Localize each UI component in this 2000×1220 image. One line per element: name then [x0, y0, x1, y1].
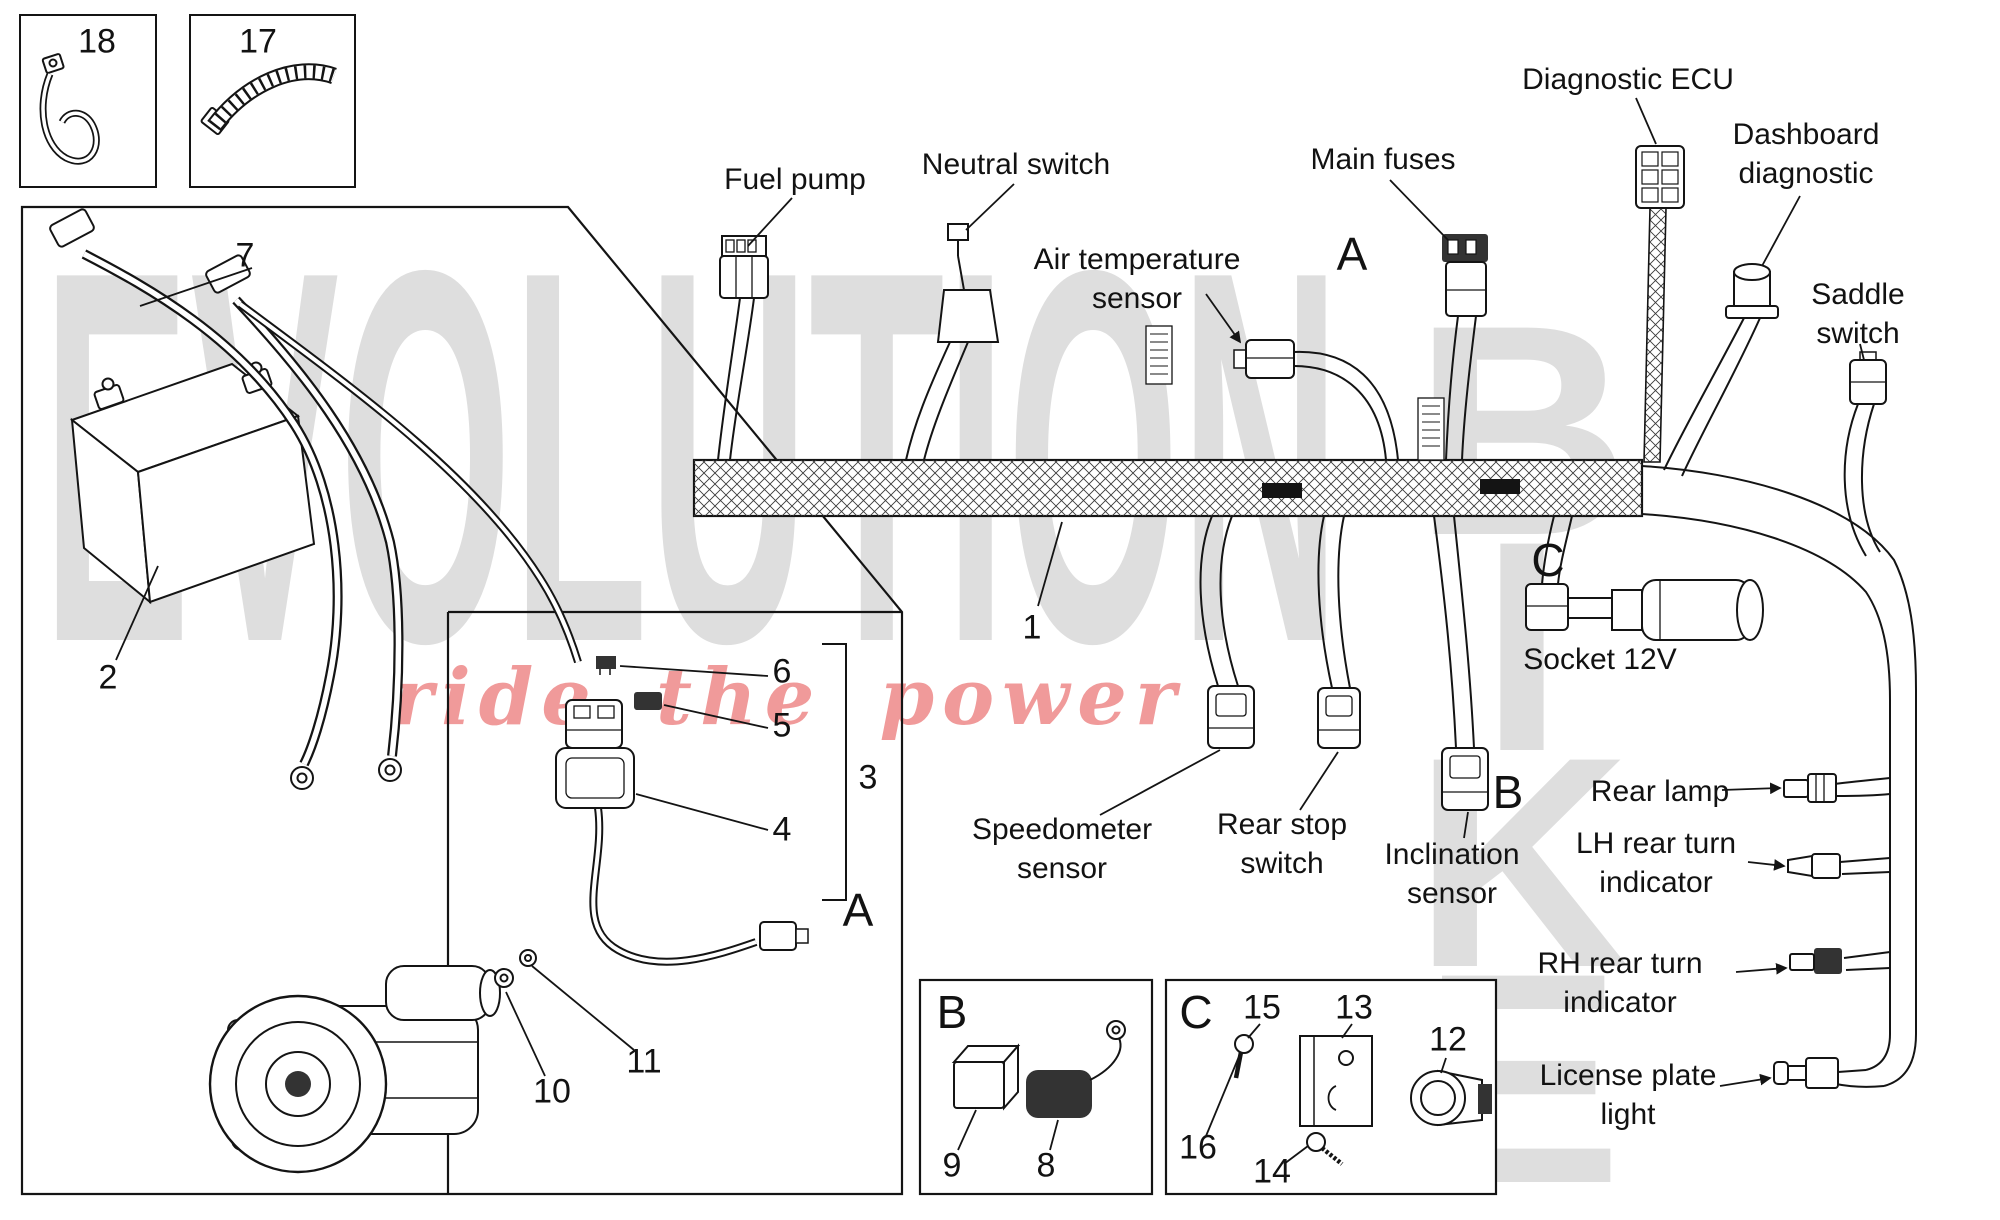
label-main-fuses: Main fuses — [1310, 143, 1456, 176]
callout-1: 1 — [1022, 608, 1042, 647]
air-temperature-sensor-drawing — [1233, 339, 1399, 461]
callout-9: 9 — [942, 1146, 962, 1185]
section-letter-a-main: A — [1336, 228, 1368, 280]
label-neutral-switch: Neutral switch — [921, 148, 1111, 181]
callout-7: 7 — [235, 236, 255, 275]
socket-12v-drawing — [1525, 515, 1764, 641]
label-air-temperature-sensor: Air temperature sensor — [1033, 243, 1241, 315]
detail-box-b — [918, 978, 1154, 1196]
callout-8: 8 — [1036, 1146, 1056, 1185]
label-socket-12v: Socket 12V — [1523, 643, 1677, 676]
callout-10: 10 — [533, 1072, 571, 1111]
starter-motor-drawing — [208, 949, 537, 1174]
diagnostic-ecu-drawing — [1635, 145, 1685, 463]
label-license-plate-light: License plate light — [1539, 1059, 1717, 1131]
callout-17: 17 — [239, 22, 277, 61]
callout-11: 11 — [626, 1042, 662, 1081]
section-letter-c-box: C — [1179, 986, 1213, 1038]
label-dashboard-diagnostic: Dashboard diagnostic — [1732, 118, 1880, 190]
leader-lines — [115, 97, 1865, 1165]
watermark-tagline: ride the power — [392, 652, 1184, 743]
callout-13: 13 — [1335, 988, 1373, 1027]
section-letter-b-main: B — [1492, 766, 1524, 818]
section-letter-c-main: C — [1531, 534, 1565, 586]
part-box-18 — [19, 14, 157, 188]
battery-cables-drawing — [49, 208, 758, 966]
part-box-17 — [189, 14, 356, 188]
main-harness-drawing — [692, 325, 1644, 518]
callout-4: 4 — [772, 810, 792, 849]
main-fuses-drawing — [1442, 234, 1488, 461]
rear-trunk-drawing — [1641, 465, 1917, 1089]
label-saddle-switch: Saddle switch — [1811, 278, 1905, 350]
rear-stop-switch-drawing — [1317, 515, 1361, 749]
section-letter-b-box: B — [936, 986, 968, 1038]
connector-group-drawing — [555, 643, 847, 951]
battery-drawing — [69, 361, 316, 605]
neutral-switch-drawing — [905, 223, 1000, 461]
label-rh-rear-turn-indicator: RH rear turn indicator — [1537, 947, 1703, 1019]
detail-box-c — [1164, 978, 1498, 1196]
inclination-sensor-drawing — [1433, 515, 1489, 811]
label-fuel-pump: Fuel pump — [724, 163, 866, 196]
callout-3: 3 — [858, 758, 878, 797]
saddle-switch-drawing — [1843, 351, 1887, 557]
section-letter-a-panel: A — [842, 884, 874, 936]
dashboard-diagnostic-drawing — [1663, 263, 1779, 477]
callout-14: 14 — [1253, 1152, 1291, 1191]
label-speedometer-sensor: Speedometer sensor — [971, 813, 1153, 885]
callout-5: 5 — [772, 706, 792, 745]
label-rear-stop-switch: Rear stop switch — [1216, 808, 1348, 880]
fuel-pump-drawing — [717, 235, 769, 461]
callout-18: 18 — [78, 22, 116, 61]
label-diagnostic-ecu: Diagnostic ECU — [1522, 63, 1734, 96]
callout-15: 15 — [1243, 988, 1281, 1027]
label-rear-lamp: Rear lamp — [1590, 775, 1730, 808]
speedometer-sensor-drawing — [1199, 515, 1255, 749]
callout-2: 2 — [98, 658, 118, 697]
callout-6: 6 — [772, 652, 792, 691]
label-lh-rear-turn-indicator: LH rear turn indicator — [1575, 827, 1737, 899]
label-inclination-sensor: Inclination sensor — [1384, 838, 1520, 910]
callout-16: 16 — [1179, 1128, 1217, 1167]
callout-12: 12 — [1429, 1020, 1467, 1059]
